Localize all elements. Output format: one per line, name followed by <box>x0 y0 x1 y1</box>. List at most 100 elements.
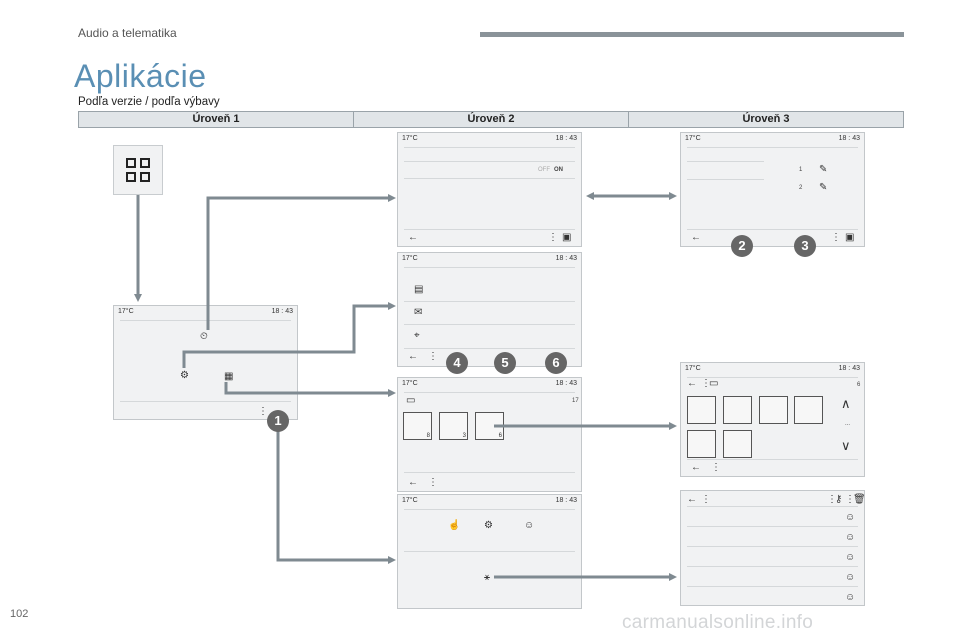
scroll-up-icon[interactable]: ∧ <box>841 396 851 411</box>
photo-tile[interactable] <box>759 396 788 424</box>
header-bar <box>480 32 904 37</box>
menu-icon[interactable]: ⋮ <box>548 232 558 243</box>
badge-5: 5 <box>494 352 516 374</box>
trash-icon[interactable]: 🗑 <box>853 494 866 505</box>
edit-icon[interactable]: ✎ <box>819 164 828 175</box>
temperature: 17°C <box>118 308 134 315</box>
photo-tile[interactable] <box>687 396 716 424</box>
on-label[interactable]: ON <box>554 167 563 173</box>
preset-1[interactable]: 1 <box>799 167 803 173</box>
photo-tile[interactable] <box>794 396 823 424</box>
contact-icon[interactable]: ☺ <box>845 512 856 523</box>
divider <box>404 178 575 179</box>
status-bar: 17°C 18 : 43 <box>402 497 577 507</box>
menu-icon[interactable]: ⋮ <box>845 494 855 505</box>
back-arrow-icon[interactable]: ← <box>691 232 701 243</box>
bluetooth-icon[interactable]: ⚹ <box>484 572 490 583</box>
levels-header: Úroveň 1 Úroveň 2 Úroveň 3 <box>78 111 904 128</box>
clock-icon[interactable]: ⏲ <box>200 331 208 342</box>
off-label[interactable]: OFF <box>538 167 550 173</box>
page-title: Aplikácie <box>74 58 207 94</box>
temperature: 17°C <box>685 135 701 142</box>
photo-tile[interactable] <box>723 430 752 458</box>
status-bar: 17°C 18 : 43 <box>402 380 577 390</box>
divider <box>404 161 575 162</box>
photo-icon[interactable]: ▦ <box>224 371 234 382</box>
folder-icon[interactable]: ▭ <box>709 378 719 389</box>
back-arrow-icon[interactable]: ← <box>408 477 418 488</box>
watermark: carmanualsonline.info <box>622 612 814 633</box>
back-arrow-icon[interactable]: ← <box>687 494 697 505</box>
status-bar: 17°C 18 : 43 <box>685 365 860 375</box>
level3-screen-settings: 17°C 18 : 43 1 ✎ 2 ✎ ← ⋮ ▣ <box>680 132 865 247</box>
tile-count: 8 <box>426 433 430 439</box>
arrow-to-photos <box>224 382 396 397</box>
apps-grid-square <box>140 158 150 168</box>
back-arrow-icon[interactable]: ← <box>408 232 418 243</box>
menu-icon[interactable]: ⋮ <box>827 494 837 505</box>
level-2-label: Úroveň 2 <box>354 112 629 127</box>
tile-count: 3 <box>462 433 466 439</box>
menu-icon[interactable]: ⋮ <box>428 351 438 362</box>
page-subtitle: Podľa verzie / podľa výbavy <box>78 96 220 108</box>
clock-time: 18 : 43 <box>555 255 577 262</box>
photo-tile[interactable]: 8 <box>403 412 432 440</box>
save-icon[interactable]: ▣ <box>562 232 572 243</box>
back-arrow-icon[interactable]: ← <box>408 351 418 362</box>
contact-icon[interactable]: ☺ <box>845 532 856 543</box>
arrow-to-connectivity <box>276 430 396 564</box>
divider <box>687 586 858 587</box>
hand-icon[interactable]: ☝ <box>448 520 461 531</box>
clock-time: 18 : 43 <box>838 365 860 372</box>
contact-icon[interactable]: ☺ <box>845 592 856 603</box>
divider <box>687 377 858 378</box>
menu-icon[interactable]: ⋮ <box>428 477 438 488</box>
save-icon[interactable]: ▣ <box>845 232 855 243</box>
document-icon[interactable]: ▤ <box>414 284 424 295</box>
divider <box>404 551 575 552</box>
menu-icon[interactable]: ⋮ <box>701 494 711 505</box>
photo-tile[interactable] <box>723 396 752 424</box>
mail-icon[interactable]: ✉ <box>414 307 423 318</box>
level2-screen-settings: 17°C 18 : 43 OFF ON ← ⋮ ▣ <box>397 132 582 247</box>
edit-icon[interactable]: ✎ <box>819 182 828 193</box>
level2-screen-apps: 17°C 18 : 43 ▤ ✉ ⌖ ← ⋮ <box>397 252 582 367</box>
divider <box>404 392 575 393</box>
menu-icon[interactable]: ⋮ <box>701 378 711 389</box>
contact-icon[interactable]: ☺ <box>845 572 856 583</box>
temperature: 17°C <box>402 497 418 504</box>
divider <box>404 147 575 148</box>
status-bar: 17°C 18 : 43 <box>402 135 577 145</box>
back-arrow-icon[interactable]: ← <box>691 462 701 473</box>
menu-icon[interactable]: ⋮ <box>831 232 841 243</box>
clock-time: 18 : 43 <box>555 135 577 142</box>
contact-icon[interactable]: ☺ <box>524 520 535 531</box>
divider <box>687 179 764 180</box>
scroll-down-icon[interactable]: ∨ <box>841 438 851 453</box>
divider <box>687 506 858 507</box>
temperature: 17°C <box>402 380 418 387</box>
navigation-icon[interactable]: ⌖ <box>414 330 420 341</box>
folder-icon[interactable]: ▭ <box>406 395 416 406</box>
preset-2[interactable]: 2 <box>799 185 803 191</box>
contact-icon[interactable]: ☺ <box>845 552 856 563</box>
divider <box>687 147 858 148</box>
level2-screen-connectivity: 17°C 18 : 43 ☝ ⚙ ☺ ⚹ <box>397 494 582 609</box>
status-bar: 17°C 18 : 43 <box>118 308 293 318</box>
back-arrow-icon[interactable]: ← <box>687 378 697 389</box>
sync-icon[interactable]: ⚙ <box>484 520 493 531</box>
photo-tile[interactable] <box>687 430 716 458</box>
apps-grid-icon[interactable] <box>113 145 163 195</box>
apps-grid-square <box>140 172 150 182</box>
key-icon[interactable]: ⚷ <box>835 494 843 505</box>
badge-4: 4 <box>446 352 468 374</box>
divider <box>404 348 575 349</box>
menu-icon[interactable]: ⋮ <box>711 462 721 473</box>
photo-tile[interactable]: 3 <box>439 412 468 440</box>
divider <box>120 401 291 402</box>
menu-icon[interactable]: ⋮ <box>258 406 268 417</box>
status-bar: 17°C 18 : 43 <box>685 135 860 145</box>
photo-count: 6 <box>857 382 861 388</box>
settings-icon[interactable]: ⚙ <box>180 370 189 381</box>
